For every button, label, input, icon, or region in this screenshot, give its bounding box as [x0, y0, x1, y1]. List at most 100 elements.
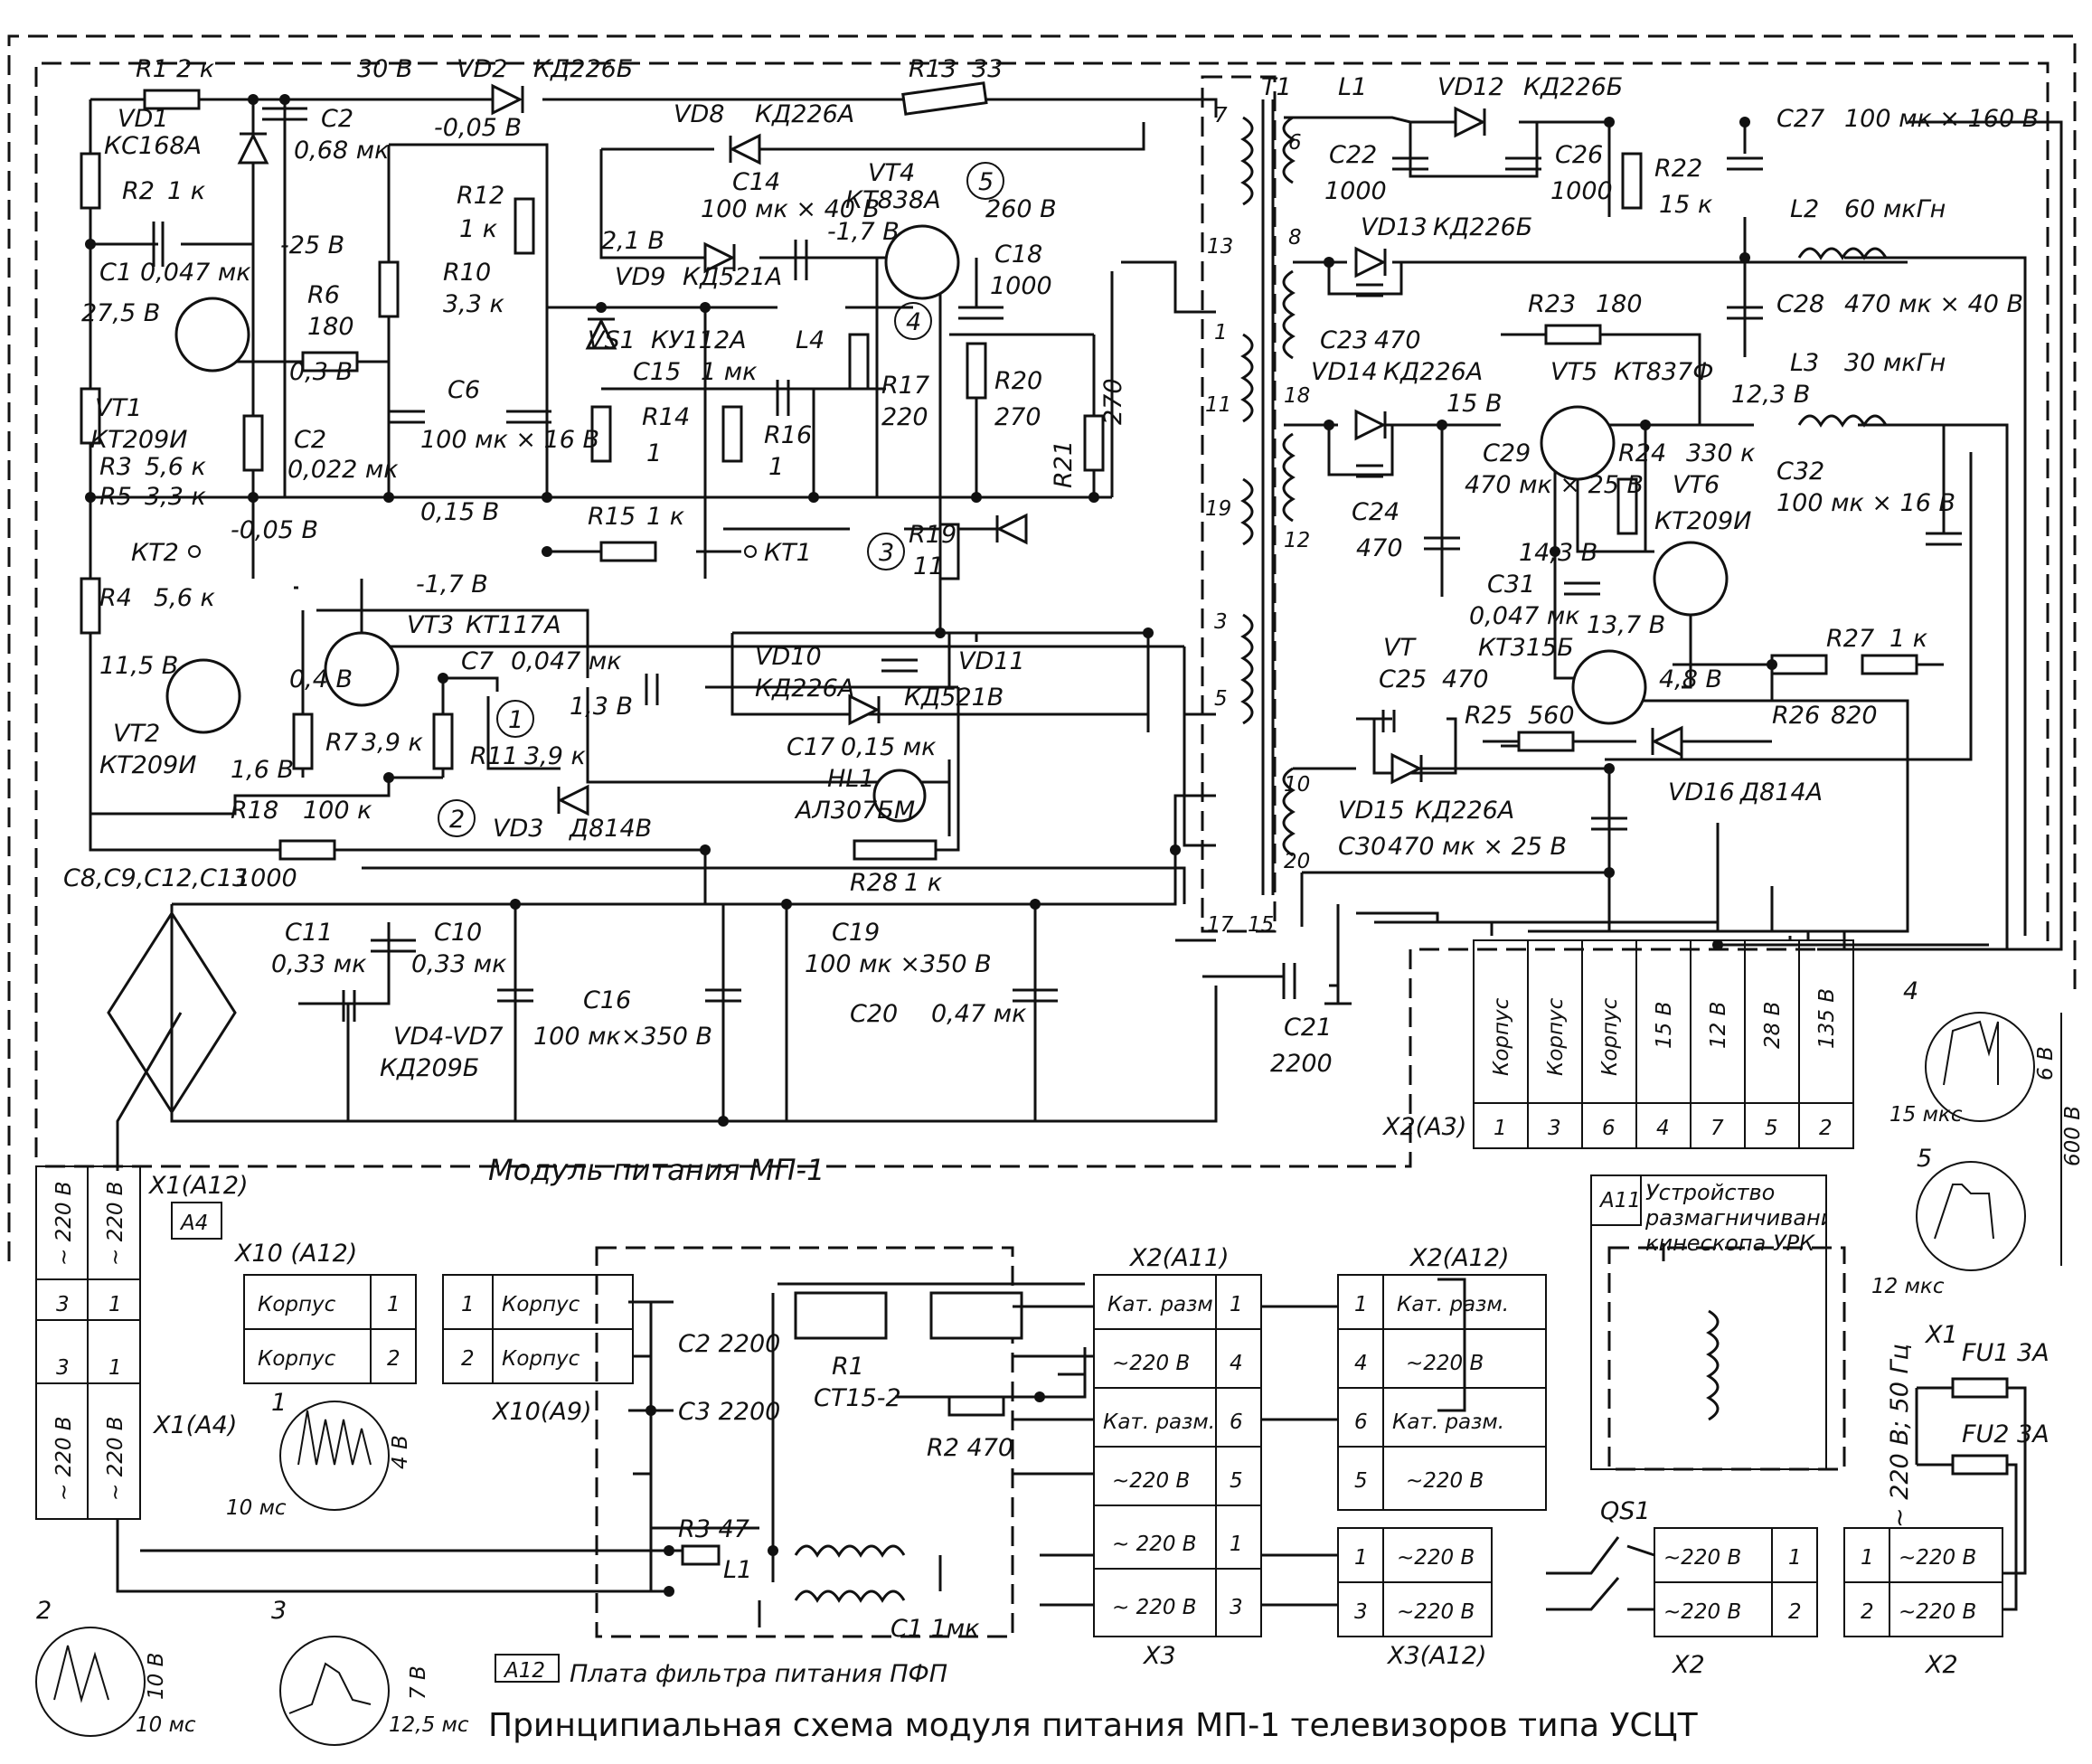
waveform-id: 4: [1903, 977, 1918, 1005]
pin-number: 3: [1230, 1596, 1243, 1619]
filter-l1: L1: [723, 1556, 752, 1584]
module-title: Модуль питания МП-1: [488, 1153, 825, 1187]
cell-label: ~220 В: [1899, 1600, 1976, 1624]
connector-label: X1(A12): [147, 1172, 249, 1200]
label-vt2: VT2: [113, 720, 160, 748]
label-r10: R10: [443, 259, 491, 287]
cell-label: 135 В: [1815, 988, 1839, 1049]
pin-number: 1: [461, 1293, 475, 1316]
cell-label: 12 В: [1707, 1002, 1730, 1049]
transformer-pins: 7 6 13 8 1 18 11 19 12 3 5 10 20 17 15: [1205, 104, 1310, 937]
label-vd14: VD14: [1311, 358, 1378, 386]
voltage-label: -1,7 В: [827, 218, 900, 246]
value-r20: 270: [994, 403, 1041, 431]
value-c1: 0,047 мк: [140, 259, 251, 287]
value-c32: 100 мк × 16 В: [1776, 489, 1955, 517]
pin-number: 1: [108, 1293, 122, 1316]
pin-label: 1: [1214, 321, 1228, 344]
voltage-label: 15 В: [1446, 390, 1502, 418]
waveform-period: 12 мкс: [1871, 1275, 1945, 1298]
label-l1: L1: [1338, 73, 1367, 101]
waveform-amp: 7 В: [407, 1665, 430, 1700]
value-l3: 30 мкГн: [1844, 349, 1946, 377]
cell-label: ~220 В: [1899, 1546, 1976, 1570]
voltage-label: 2,1 В: [601, 227, 664, 255]
filter-c2: C2 2200: [678, 1330, 780, 1358]
filter-board-title: Плата фильтра питания ПФП: [570, 1660, 947, 1688]
cell-label: Корпус: [258, 1347, 336, 1371]
pin-number: 1: [1354, 1293, 1368, 1316]
voltage-label: 11,5 В: [99, 652, 178, 680]
pin-label: 7: [1214, 104, 1228, 127]
pin-number: 2: [461, 1347, 475, 1371]
cell-label: ~220 В: [1406, 1352, 1484, 1375]
connector-label: X3(A12): [1386, 1642, 1487, 1670]
value-r3: 5,6 к: [145, 453, 207, 481]
pin-number: 6: [1354, 1410, 1368, 1434]
cell-label: Корпус: [502, 1293, 580, 1316]
voltage-labels: 30 В -0,05 В -25 В 27,5 В 0,3 В -0,05 В …: [81, 55, 1810, 784]
voltage-label: -1,7 В: [416, 571, 488, 599]
label-vd10: VD10: [755, 643, 822, 671]
label-c30: C30: [1338, 833, 1386, 861]
label-c21: C21: [1284, 1014, 1332, 1042]
value-vd16: Д814А: [1739, 778, 1823, 807]
waveform-id: 1: [271, 1389, 287, 1417]
label-r16: R16: [764, 421, 812, 449]
labels-primary: R1 2 к VD1 КС168А R2 1 к C1 0,047 мк VT1…: [63, 55, 1292, 1082]
mains-voltage: ~ 220 В; 50 Гц: [1886, 1344, 1914, 1528]
value-vt5: КТ837Ф: [1614, 358, 1713, 386]
label-c20: C20: [850, 1000, 898, 1028]
label-vd4-7: VD4-VD7: [393, 1023, 504, 1051]
pin-label: 3: [1214, 610, 1228, 634]
value-r11: 3,9 к: [524, 742, 587, 770]
value-c10: 0,33 мк: [411, 950, 507, 978]
pin-number: 1: [1494, 1117, 1507, 1140]
value-c7: 0,047 мк: [511, 647, 622, 675]
value-c23: 470: [1374, 326, 1421, 354]
value-vd4-7: КД209Б: [380, 1054, 479, 1082]
value-vs1: КУ112А: [651, 326, 747, 354]
pin-number: 1: [1788, 1546, 1802, 1570]
label-r15: R15: [588, 503, 636, 531]
pin-label: 13: [1207, 235, 1233, 259]
connector-x2-fuse: 1 2 ~220 В ~220 В X2: [1861, 1546, 1976, 1679]
marker-2: 2: [449, 806, 465, 834]
label-l3: L3: [1790, 349, 1819, 377]
label-c22: C22: [1329, 141, 1377, 169]
filter-r1: R1: [832, 1353, 864, 1381]
value-vd9: КД521А: [683, 263, 782, 291]
pin-number: 1: [108, 1356, 122, 1380]
pin-number: 4: [1230, 1352, 1243, 1375]
label-vt: VT: [1383, 634, 1417, 662]
pin-number: 2: [387, 1347, 400, 1371]
label-r13: R13: [909, 55, 956, 83]
pin-number: 3: [56, 1293, 70, 1316]
label-vt6: VT6: [1673, 471, 1720, 499]
label-c16: C16: [583, 986, 631, 1014]
value-c24: 470: [1356, 534, 1403, 562]
value-r27: 1 к: [1889, 625, 1928, 653]
value-r17: 220: [881, 403, 928, 431]
cell-label: Кат. разм.: [1392, 1410, 1504, 1434]
pin-number: 1: [1354, 1546, 1368, 1570]
label-c24: C24: [1352, 498, 1399, 526]
pin-label: 15: [1248, 913, 1274, 937]
value-c16: 100 мк×350 В: [533, 1023, 712, 1051]
marker-3: 3: [879, 539, 894, 567]
label-vd16: VD16: [1668, 778, 1735, 807]
pin-number: 3: [56, 1356, 70, 1380]
label-c26: C26: [1555, 141, 1603, 169]
connector-label: X2(A12): [1409, 1244, 1510, 1272]
value-r7: 3,9 к: [362, 729, 424, 757]
pin-number: 4: [1354, 1352, 1368, 1375]
voltage-label: 0,3 В: [289, 358, 353, 386]
label-c10: C10: [434, 919, 482, 947]
label-c7: C7: [461, 647, 494, 675]
value-vd2: КД226Б: [533, 55, 633, 83]
value-r12: 1 к: [459, 215, 498, 243]
value-r2: 1 к: [167, 177, 206, 205]
pin-number: 6: [1602, 1117, 1616, 1140]
label-c1: C1: [99, 259, 132, 287]
pin-number: 3: [1354, 1600, 1368, 1624]
